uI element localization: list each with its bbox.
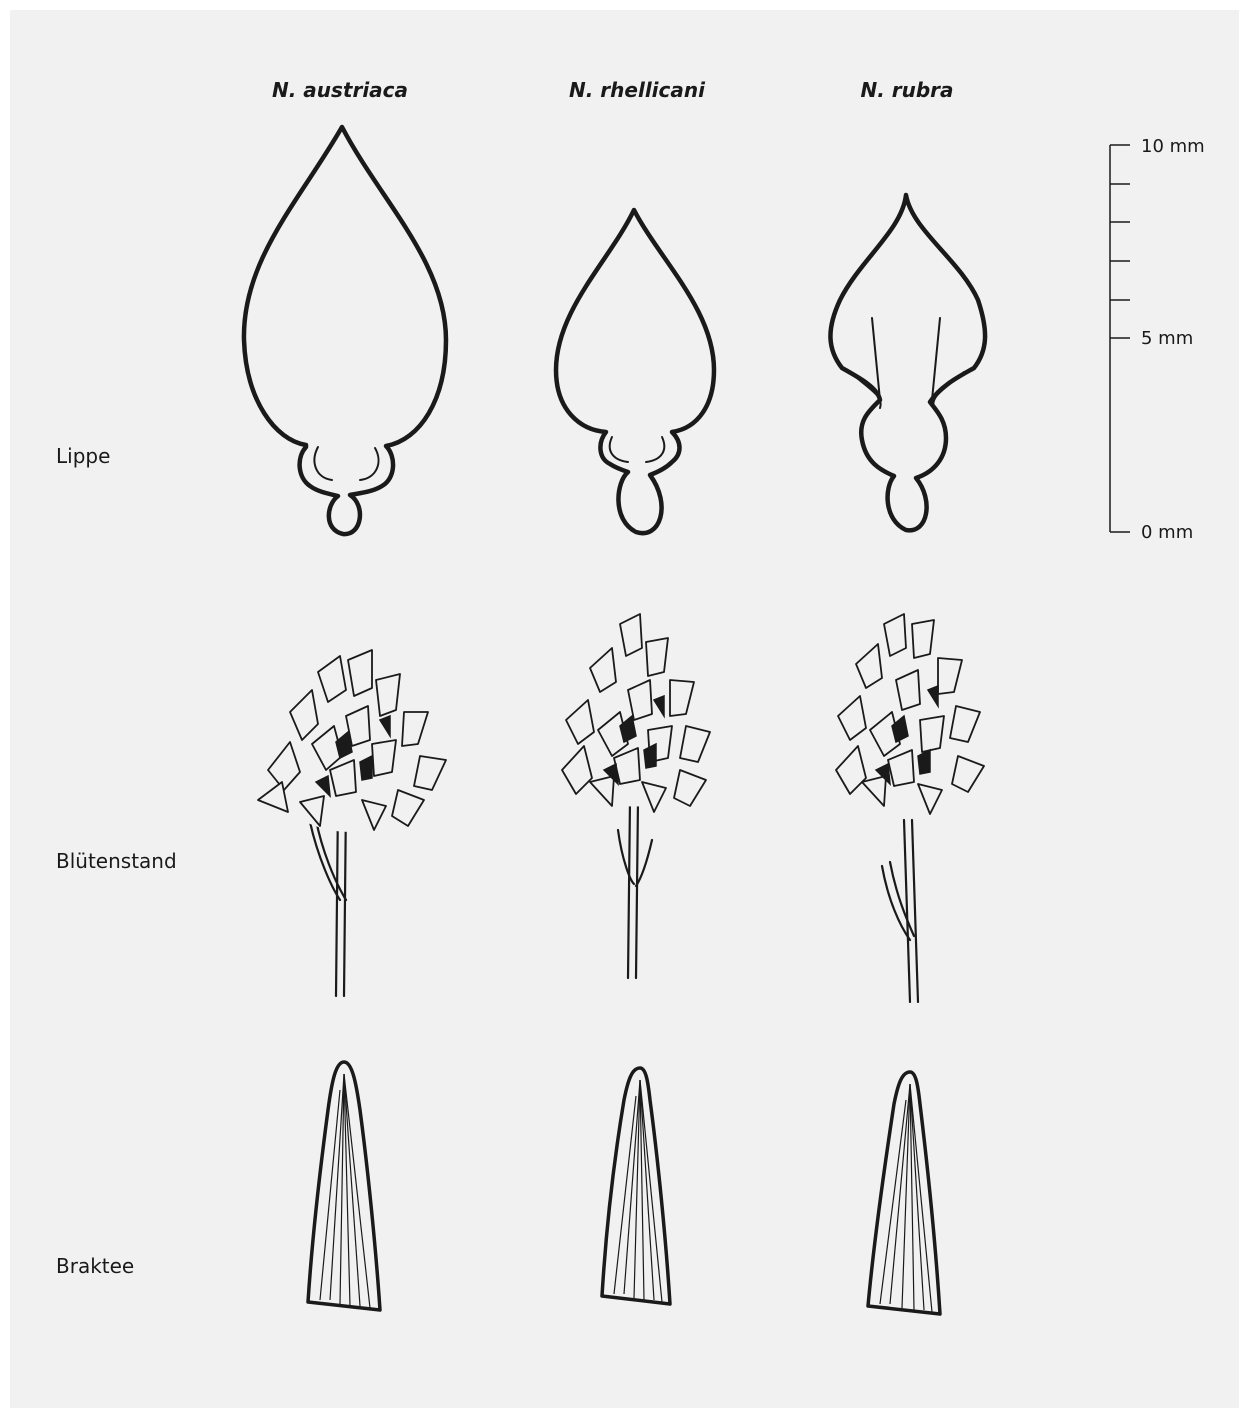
lip-rubra	[830, 195, 985, 530]
row-label-lip: Lippe	[56, 444, 110, 468]
bract-austriaca	[308, 1062, 380, 1310]
scale-label-10: 10 mm	[1141, 136, 1205, 157]
lip-austriaca	[244, 127, 446, 534]
lip-rhellicani	[556, 210, 714, 533]
scale-bar: 10 mm 5 mm 0 mm	[1110, 136, 1205, 543]
species-header-rubra: N. rubra	[860, 78, 953, 102]
bract-rhellicani	[602, 1068, 670, 1304]
scale-label-0: 0 mm	[1141, 522, 1193, 543]
bract-rubra	[868, 1072, 940, 1314]
species-header-rhellicani: N. rhellicani	[569, 78, 706, 102]
inflorescence-rhellicani	[555, 614, 713, 978]
row-label-inflorescence: Blütenstand	[56, 849, 177, 873]
scale-label-5: 5 mm	[1141, 328, 1193, 349]
species-header-austriaca: N. austriaca	[272, 78, 408, 102]
inflorescence-austriaca	[258, 650, 446, 996]
inflorescence-rubra	[831, 614, 987, 1002]
row-label-bract: Braktee	[56, 1254, 134, 1278]
